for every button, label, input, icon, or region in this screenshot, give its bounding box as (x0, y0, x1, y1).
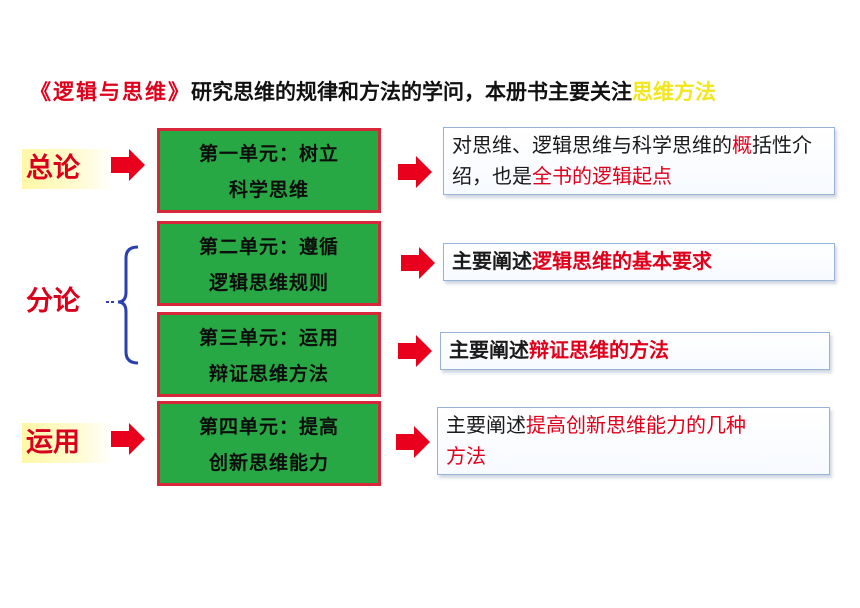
unit-1-line1: 第一单元：树立 (198, 143, 339, 166)
unit-4-line1: 第四单元：提高 (198, 416, 339, 439)
unit-2-line1: 第二单元：遵循 (198, 236, 339, 259)
desc-4-b: 提高创新思维能力的几种 (526, 413, 746, 437)
desc-box-1: 对思维、逻辑思维与科学思维的概括性介绍，也是全书的逻辑起点 (443, 127, 835, 195)
unit-box-3: 第三单元：运用 辩证思维方法 (157, 312, 381, 397)
title-text: 研究思维的规律和方法的学问，本册书主要关注 (191, 80, 632, 104)
desc-1-b: 概 (732, 133, 752, 157)
label-apply: 运用 (22, 423, 114, 463)
desc-1-a: 对思维、逻辑思维与科学思维的 (452, 133, 732, 157)
unit-box-4: 第四单元：提高 创新思维能力 (157, 401, 381, 486)
desc-4-a: 主要阐述 (446, 413, 526, 437)
arrow-right-icon (400, 246, 436, 280)
desc-2-b: 逻辑思维的基本要求 (532, 249, 712, 273)
arrow-right-icon (110, 422, 146, 456)
unit-1-line2: 科学思维 (228, 178, 309, 201)
unit-3-line1: 第三单元：运用 (198, 327, 339, 350)
label-sub: 分论 (26, 286, 80, 317)
desc-box-4: 主要阐述提高创新思维能力的几种方法 (437, 407, 830, 475)
unit-3-line2: 辩证思维方法 (208, 362, 329, 385)
desc-4-c: 方法 (446, 444, 486, 468)
book-title: 《逻辑与思维》 (30, 80, 191, 104)
desc-box-2: 主要阐述逻辑思维的基本要求 (443, 243, 835, 281)
desc-3-a: 主要阐述 (449, 338, 529, 362)
title-highlight: 思维方法 (632, 80, 716, 104)
desc-3-b: 辩证思维的方法 (529, 338, 669, 362)
desc-1-d: 全书的逻辑起点 (532, 164, 672, 188)
brace-connector (102, 244, 142, 366)
desc-box-3: 主要阐述辩证思维的方法 (440, 332, 830, 370)
desc-1-c: 括性介绍，也是 (452, 133, 812, 188)
arrow-right-icon (395, 425, 431, 459)
label-general: 总论 (22, 149, 114, 189)
unit-box-2: 第二单元：遵循 逻辑思维规则 (157, 221, 381, 306)
arrow-right-icon (397, 334, 433, 368)
unit-2-line2: 逻辑思维规则 (208, 271, 329, 294)
unit-box-1: 第一单元：树立 科学思维 (157, 128, 381, 213)
arrow-right-icon (397, 155, 433, 189)
desc-2-a: 主要阐述 (452, 249, 532, 273)
arrow-right-icon (110, 148, 146, 182)
unit-4-line2: 创新思维能力 (208, 451, 329, 474)
page-title: 《逻辑与思维》研究思维的规律和方法的学问，本册书主要关注思维方法 (30, 76, 830, 108)
